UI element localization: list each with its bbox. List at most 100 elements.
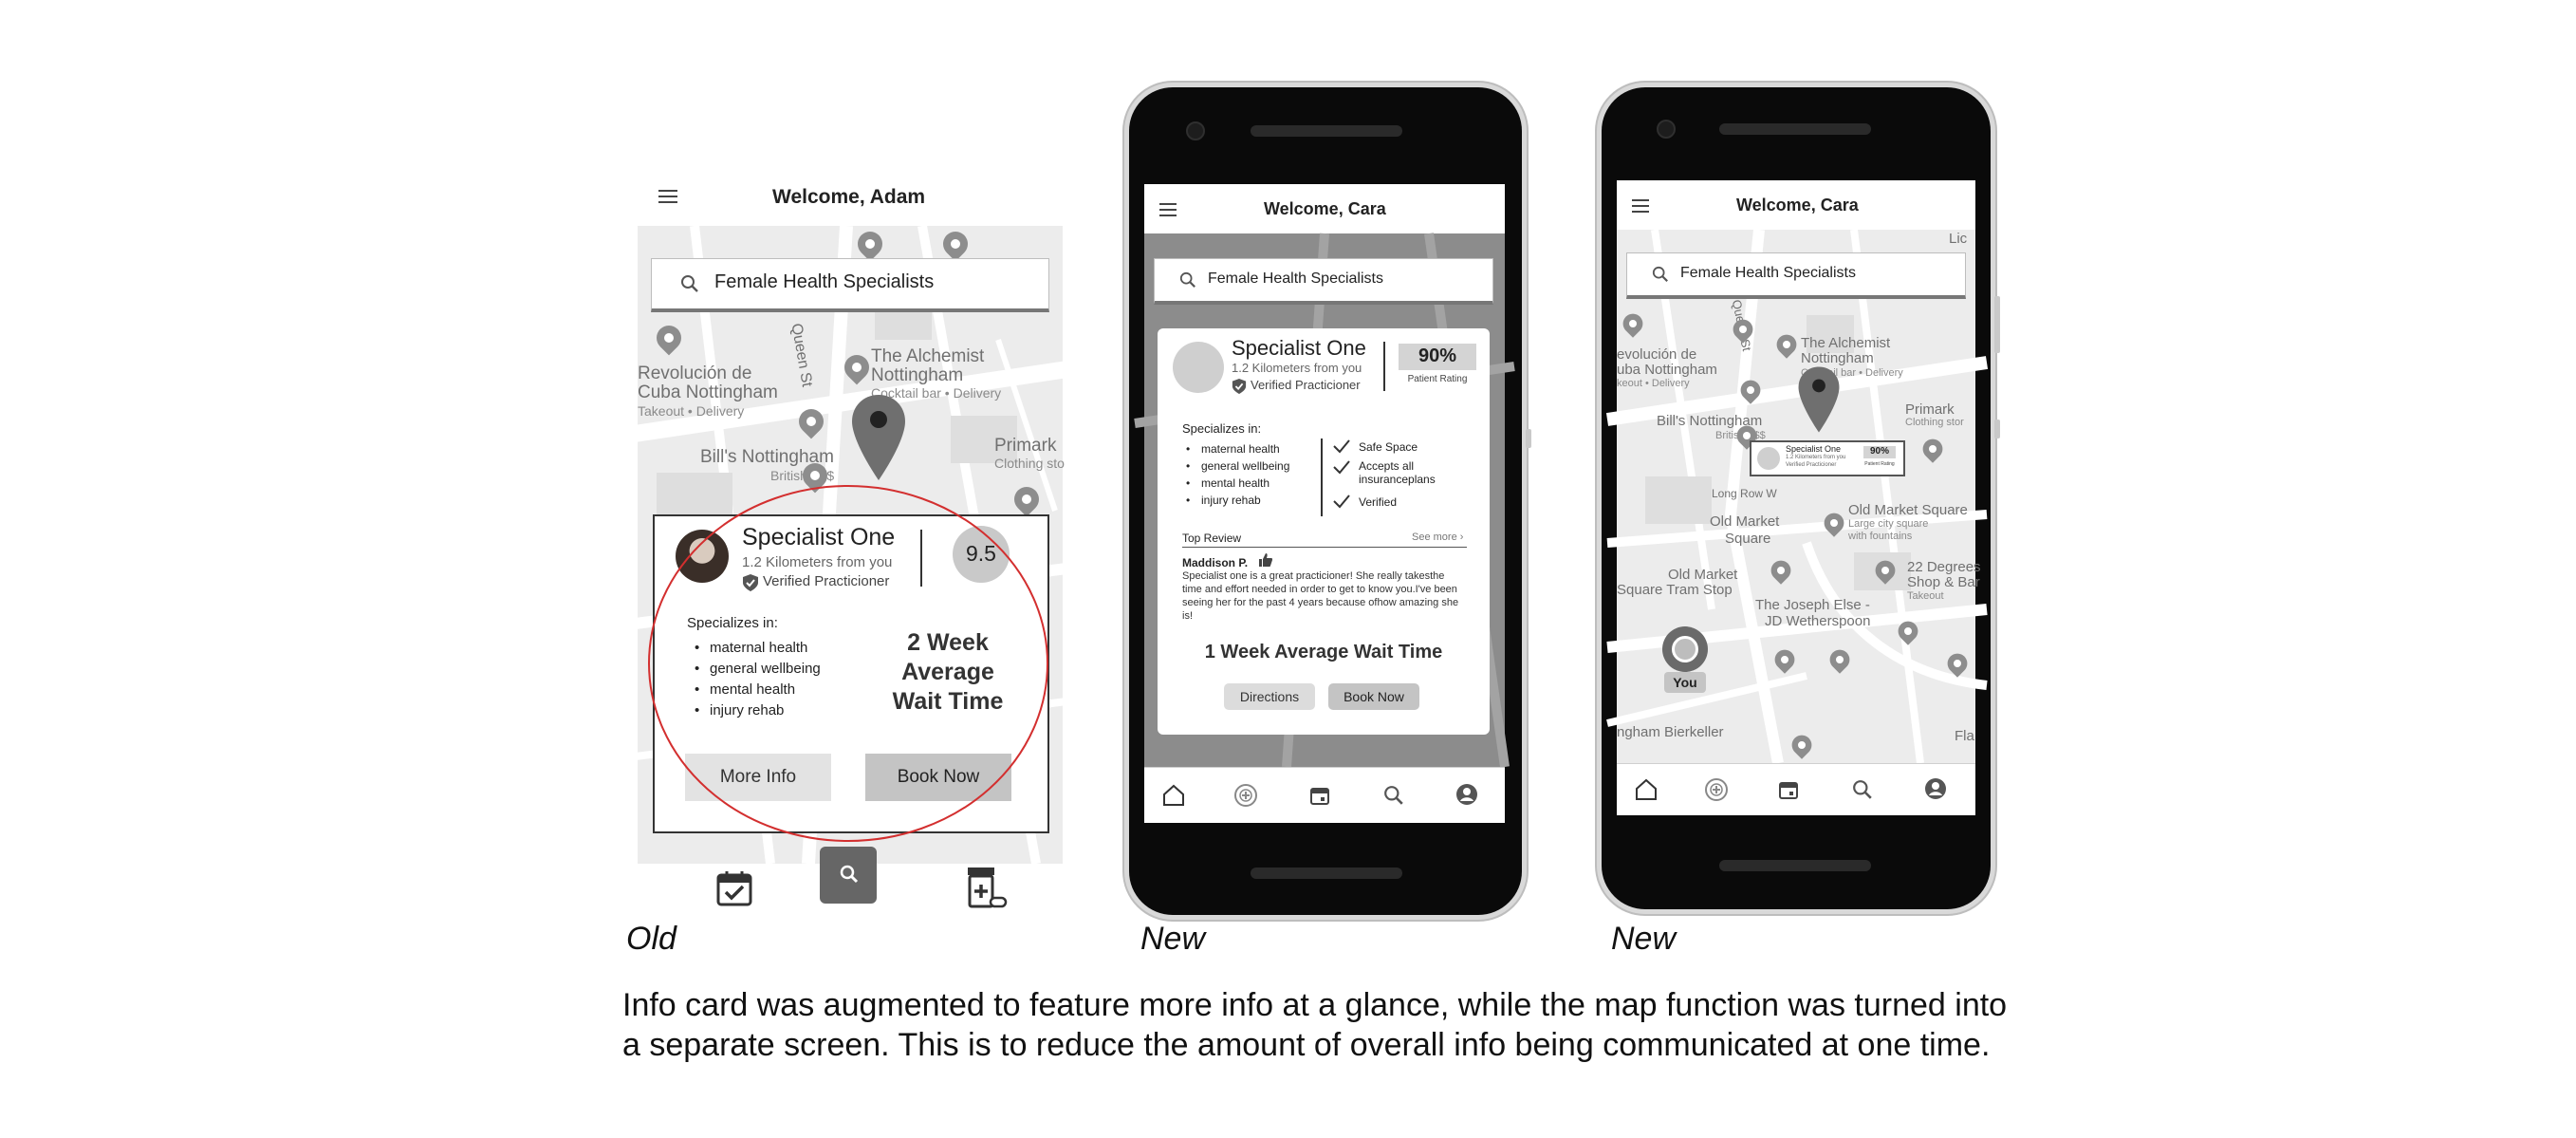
specialist-card[interactable]: Specialist One 1.2 Kilometers from you V… bbox=[1158, 328, 1490, 735]
map-label: Cuba Nottingham bbox=[638, 382, 778, 402]
map-label: with fountains bbox=[1848, 531, 1913, 542]
search-bar[interactable]: Female Health Specialists bbox=[1154, 258, 1493, 305]
map-label: Clothing sto bbox=[994, 456, 1065, 471]
add-circle-icon[interactable] bbox=[1704, 777, 1729, 802]
rating-label: Patient Rating bbox=[1864, 461, 1895, 467]
search-text: Female Health Specialists bbox=[714, 271, 935, 292]
specialist-photo bbox=[676, 530, 729, 583]
list-item: mental health bbox=[1186, 475, 1289, 492]
calendar-check-icon[interactable] bbox=[715, 869, 753, 907]
check-label: Accepts all insuranceplans bbox=[1359, 459, 1436, 486]
more-info-button[interactable]: More Info bbox=[685, 754, 831, 801]
map-label: evolución de bbox=[1617, 346, 1697, 363]
search-icon bbox=[840, 865, 859, 884]
verified-label: Verified Practicioner bbox=[1251, 378, 1361, 392]
specialist-name: Specialist One bbox=[1786, 444, 1842, 454]
list-item: general wellbeing bbox=[695, 659, 821, 680]
map-label: Old Market bbox=[1668, 567, 1738, 583]
map-label: Primark bbox=[994, 436, 1057, 456]
specialist-card[interactable]: Specialist One 1.2 Kilometers from you V… bbox=[653, 514, 1049, 833]
home-icon[interactable] bbox=[1161, 783, 1186, 808]
camera bbox=[1186, 121, 1205, 140]
location-pin-icon[interactable] bbox=[850, 393, 907, 482]
divider bbox=[1321, 438, 1323, 516]
map-label: Lic bbox=[1949, 231, 1968, 247]
map-label: The Alchemist bbox=[1801, 335, 1891, 351]
menu-icon[interactable] bbox=[658, 190, 677, 207]
search-bar[interactable]: Female Health Specialists bbox=[651, 258, 1049, 312]
you-label: You bbox=[1664, 672, 1706, 693]
chevron-right-icon: › bbox=[1456, 532, 1464, 543]
caption-new-2: New bbox=[1611, 921, 1677, 957]
side-button bbox=[1994, 296, 2000, 353]
map-label: Takeout bbox=[1907, 590, 1944, 602]
search-icon[interactable] bbox=[1852, 779, 1873, 800]
specialist-name: Specialist One bbox=[1232, 336, 1366, 360]
map-label: Nottingham bbox=[871, 365, 964, 385]
user-location-ring bbox=[1672, 636, 1698, 662]
topbar: Welcome, Cara bbox=[1144, 184, 1505, 234]
user-location-marker[interactable] bbox=[1662, 626, 1708, 672]
specialist-distance: 1.2 Kilometers from you bbox=[1232, 361, 1362, 375]
menu-icon[interactable] bbox=[1159, 203, 1177, 220]
caption-new-1: New bbox=[1140, 921, 1206, 957]
map[interactable]: Queen St Lic The Alchemist Nottingham Co… bbox=[1605, 229, 1989, 765]
menu-icon[interactable] bbox=[1632, 199, 1649, 216]
map-label: Long Row W bbox=[1712, 487, 1777, 500]
book-now-button[interactable]: Book Now bbox=[865, 754, 1011, 801]
top-review-label: Top Review bbox=[1182, 532, 1242, 545]
specialties-list: maternal health general wellbeing mental… bbox=[1186, 440, 1289, 509]
list-item: injury rehab bbox=[695, 700, 821, 721]
profile-icon[interactable] bbox=[1924, 777, 1947, 800]
see-more-link[interactable]: See more › bbox=[1412, 532, 1463, 543]
mini-specialist-card[interactable]: Specialist One 1.2 Kilometers from you V… bbox=[1750, 440, 1905, 476]
map-label: Bill's Nottingham bbox=[700, 447, 834, 467]
calendar-icon[interactable] bbox=[1778, 779, 1799, 800]
map-label: JD Wetherspoon bbox=[1765, 613, 1871, 629]
footer-line: Info card was augmented to feature more … bbox=[622, 987, 2008, 1023]
profile-icon[interactable] bbox=[1455, 783, 1478, 806]
calendar-icon[interactable] bbox=[1309, 785, 1330, 806]
footer-description: Info card was augmented to feature more … bbox=[622, 985, 2084, 1065]
wait-line: Wait Time bbox=[892, 688, 1004, 715]
check-label: Verified bbox=[1359, 495, 1398, 509]
wait-time: 1 Week Average Wait Time bbox=[1204, 642, 1443, 662]
phone-frame: Welcome, Cara Female Health Specialists … bbox=[1129, 87, 1531, 915]
location-pin-icon[interactable] bbox=[1797, 364, 1841, 435]
home-icon[interactable] bbox=[1634, 777, 1659, 802]
map-label: Clothing stor bbox=[1905, 417, 1964, 428]
directions-button[interactable]: Directions bbox=[1224, 683, 1315, 710]
pill-bottle-icon[interactable] bbox=[964, 866, 1008, 909]
search-icon bbox=[681, 275, 698, 292]
list-item: injury rehab bbox=[1186, 492, 1289, 509]
topbar: Welcome, Adam bbox=[638, 171, 1063, 226]
speaker bbox=[1251, 125, 1402, 137]
score-value: 9.5 bbox=[966, 541, 996, 566]
check-label: Safe Space bbox=[1359, 440, 1418, 454]
rating-badge bbox=[1863, 446, 1896, 458]
add-circle-icon[interactable] bbox=[1233, 783, 1258, 808]
check-icon bbox=[1333, 460, 1350, 475]
book-now-button[interactable]: Book Now bbox=[1328, 683, 1419, 710]
map-label: Square Tram Stop bbox=[1617, 582, 1733, 598]
map-label: Shop & Bar bbox=[1907, 574, 1980, 590]
speaker bbox=[1719, 860, 1871, 871]
search-bar[interactable]: Female Health Specialists bbox=[1626, 252, 1966, 299]
map-label: Old Market Square bbox=[1848, 502, 1968, 518]
rating-badge bbox=[1399, 344, 1476, 370]
specialist-distance: 1.2 Kilometers from you bbox=[742, 554, 893, 570]
divider bbox=[920, 530, 922, 587]
specializes-label: Specializes in: bbox=[687, 615, 778, 631]
search-fab[interactable] bbox=[820, 847, 877, 904]
check-icon bbox=[1333, 494, 1350, 509]
map-label: Fla bbox=[1955, 728, 1974, 744]
specialties-list: maternal health general wellbeing mental… bbox=[695, 638, 821, 721]
search-text: Female Health Specialists bbox=[1208, 271, 1383, 287]
map-label: Nottingham bbox=[1801, 350, 1874, 366]
search-icon[interactable] bbox=[1383, 785, 1404, 806]
review-text: Specialist one is a great practicioner! … bbox=[1182, 570, 1459, 622]
welcome-title: Welcome, Cara bbox=[1736, 196, 1859, 215]
side-button bbox=[1994, 420, 2000, 438]
thumbs-up-icon bbox=[1259, 553, 1272, 567]
bottom-nav bbox=[1144, 767, 1505, 823]
